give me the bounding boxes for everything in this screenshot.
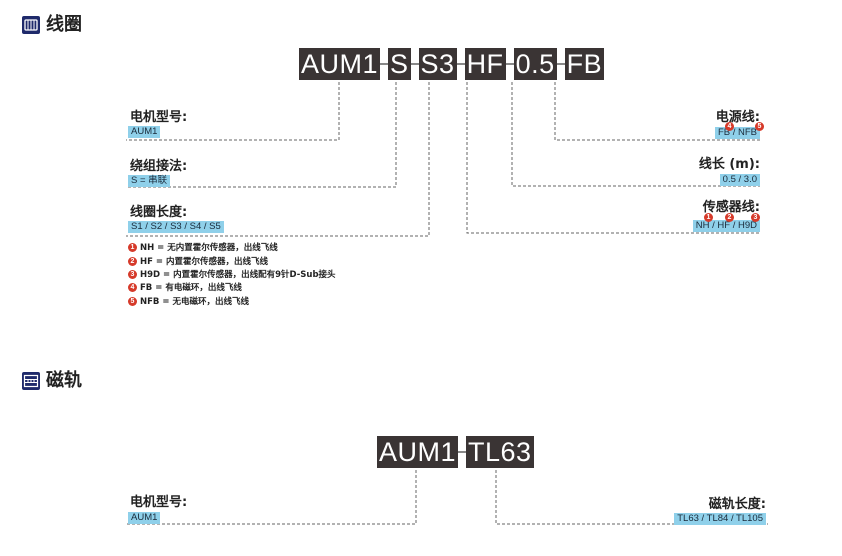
note-text: NH = 无内置霍尔传感器，出线飞线 <box>140 243 278 253</box>
note-item: 4 FB = 有电磁环，出线飞线 <box>128 281 242 293</box>
code-dash <box>456 63 465 65</box>
motor-model-label: 电机型号: <box>130 110 188 125</box>
note-item: 2 HF = 内置霍尔传感器，出线飞线 <box>128 255 268 267</box>
cable-length-value: 0.5 / 3.0 <box>719 174 760 186</box>
winding-value: S = 串联 <box>128 175 171 187</box>
code-dash <box>458 451 467 453</box>
sensor-cable-label: 传感器线: <box>702 200 760 215</box>
power-cable-label: 电源线: <box>715 110 760 125</box>
code-segment: S3 <box>418 48 457 80</box>
marker-badge: 1 <box>704 213 713 222</box>
track-section-title: 磁轨 <box>46 370 82 391</box>
code-dash <box>556 63 565 65</box>
code-dash <box>505 63 514 65</box>
code-segment: S <box>388 48 411 80</box>
track-section-icon <box>22 372 40 390</box>
code-segment: AUM1 <box>377 436 459 468</box>
marker-badge: 4 <box>725 122 734 131</box>
track-motor-model-value: AUM1 <box>128 512 161 524</box>
code-segment: HF <box>464 48 506 80</box>
coil-section-title: 线圈 <box>46 14 82 35</box>
coil-length-value: S1 / S2 / S3 / S4 / S5 <box>128 221 224 233</box>
note-item: 1 NH = 无内置霍尔传感器，出线飞线 <box>128 241 278 253</box>
coil-section-icon <box>22 16 40 34</box>
note-number: 1 <box>128 242 137 252</box>
coil-model-code: AUM1 S S3 HF 0.5 FB <box>299 48 605 80</box>
note-number: 5 <box>128 296 137 306</box>
note-text: H9D = 内置霍尔传感器，出线配有9针D-Sub接头 <box>140 270 336 280</box>
marker-badge: 2 <box>725 213 734 222</box>
note-item: 5 NFB = 无电磁环，出线飞线 <box>128 295 249 307</box>
cable-length-label: 线长 (m): <box>698 157 760 172</box>
track-motor-model-label: 电机型号: <box>130 495 188 510</box>
marker-badge: 3 <box>751 213 760 222</box>
note-number: 4 <box>128 282 137 292</box>
marker-badge: 5 <box>755 122 764 131</box>
winding-label: 绕组接法: <box>130 159 188 174</box>
code-segment: 0.5 <box>513 48 557 80</box>
track-length-value: TL63 / TL84 / TL105 <box>674 513 766 525</box>
note-number: 3 <box>128 269 137 279</box>
motor-model-value: AUM1 <box>128 126 161 138</box>
note-text: FB = 有电磁环，出线飞线 <box>140 283 242 293</box>
code-segment: FB <box>564 48 605 80</box>
note-text: HF = 内置霍尔传感器，出线飞线 <box>140 257 268 267</box>
note-number: 2 <box>128 256 137 266</box>
code-segment: AUM1 <box>299 48 381 80</box>
code-segment: TL63 <box>466 436 534 468</box>
code-dash <box>410 63 419 65</box>
sensor-cable-value: NH / HF / H9D <box>692 220 760 232</box>
track-length-label: 磁轨长度: <box>708 497 766 512</box>
track-model-code: AUM1 TL63 <box>377 436 534 468</box>
note-text: NFB = 无电磁环，出线飞线 <box>140 297 249 307</box>
note-item: 3 H9D = 内置霍尔传感器，出线配有9针D-Sub接头 <box>128 268 336 280</box>
code-dash <box>380 63 389 65</box>
coil-length-label: 线圈长度: <box>130 205 188 220</box>
